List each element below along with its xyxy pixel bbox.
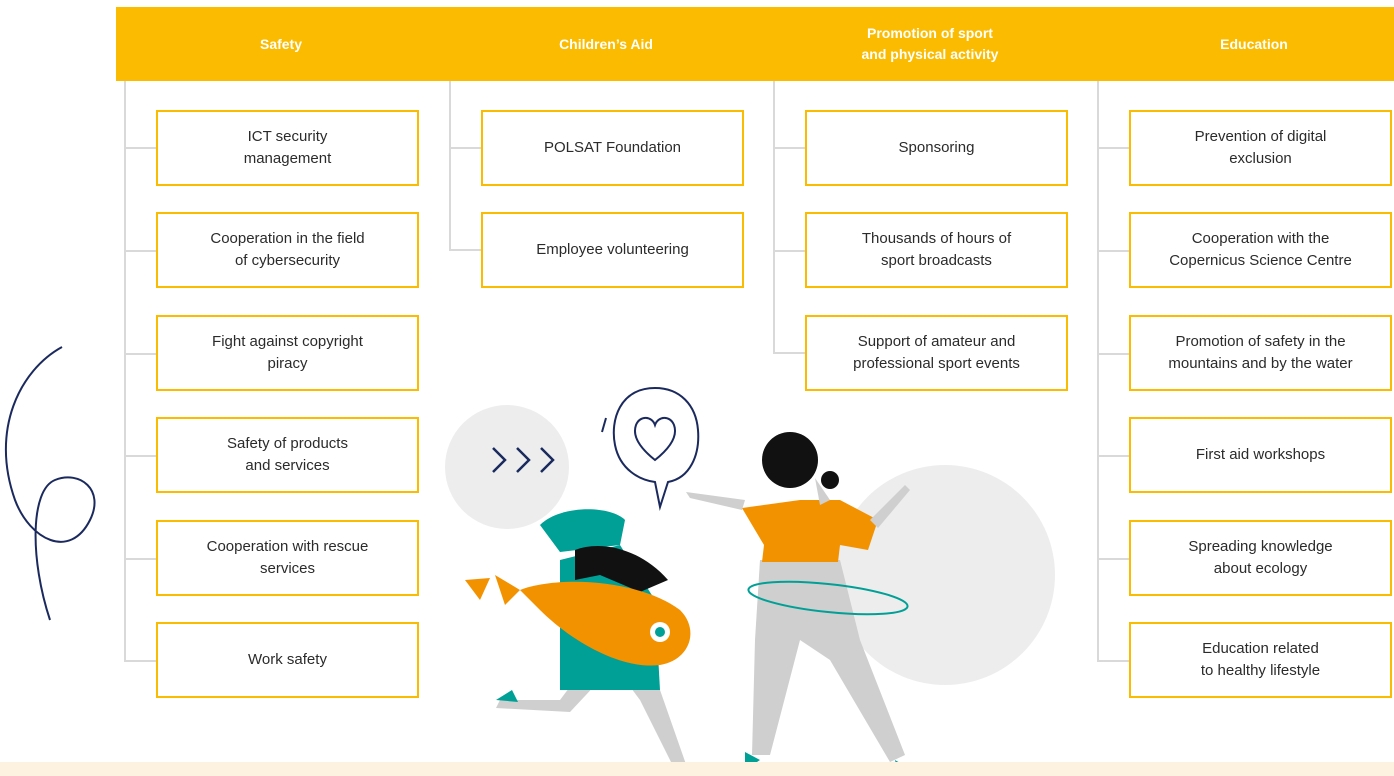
list-item: Sponsoring bbox=[805, 110, 1068, 186]
connector-branch bbox=[124, 455, 156, 457]
connector-branch bbox=[773, 352, 805, 354]
connector-branch bbox=[124, 660, 156, 662]
connector-branch bbox=[124, 353, 156, 355]
connector-branch bbox=[773, 147, 805, 149]
connector-branch bbox=[1097, 660, 1129, 662]
column-header-childrens-aid: Children’s Aid bbox=[441, 7, 771, 81]
list-item: Thousands of hours of sport broadcasts bbox=[805, 212, 1068, 288]
connector-branch bbox=[1097, 250, 1129, 252]
list-item: Cooperation in the field of cybersecurit… bbox=[156, 212, 419, 288]
connector-branch bbox=[124, 147, 156, 149]
swirl-line-icon bbox=[5, 346, 96, 621]
footer-band bbox=[0, 762, 1394, 776]
connector-branch bbox=[1097, 558, 1129, 560]
column-header-education: Education bbox=[1089, 7, 1394, 81]
list-item: Cooperation with the Copernicus Science … bbox=[1129, 212, 1392, 288]
connector-branch bbox=[1097, 455, 1129, 457]
column-header-safety: Safety bbox=[116, 7, 446, 81]
column-sport-promotion: Promotion of sport and physical activity… bbox=[765, 0, 1095, 776]
connector-branch bbox=[773, 250, 805, 252]
column-safety: Safety ICT security management Cooperati… bbox=[116, 0, 446, 776]
column-childrens-aid: Children’s Aid POLSAT Foundation Employe… bbox=[441, 0, 771, 776]
list-item: Spreading knowledge about ecology bbox=[1129, 520, 1392, 596]
connector-trunk bbox=[124, 81, 126, 662]
list-item: Cooperation with rescue services bbox=[156, 520, 419, 596]
connector-trunk bbox=[773, 81, 775, 354]
list-item: Education related to healthy lifestyle bbox=[1129, 622, 1392, 698]
list-item: First aid workshops bbox=[1129, 417, 1392, 493]
list-item: Employee volunteering bbox=[481, 212, 744, 288]
connector-branch bbox=[449, 147, 481, 149]
list-item: Support of amateur and professional spor… bbox=[805, 315, 1068, 391]
list-item: Prevention of digital exclusion bbox=[1129, 110, 1392, 186]
list-item: Promotion of safety in the mountains and… bbox=[1129, 315, 1392, 391]
connector-branch bbox=[124, 558, 156, 560]
list-item: Work safety bbox=[156, 622, 419, 698]
list-item: ICT security management bbox=[156, 110, 419, 186]
connector-branch bbox=[449, 249, 481, 251]
connector-branch bbox=[1097, 353, 1129, 355]
list-item: Safety of products and services bbox=[156, 417, 419, 493]
connector-branch bbox=[1097, 147, 1129, 149]
connector-branch bbox=[124, 250, 156, 252]
column-header-sport-promotion: Promotion of sport and physical activity bbox=[765, 7, 1095, 81]
connector-trunk bbox=[1097, 81, 1099, 662]
column-education: Education Prevention of digital exclusio… bbox=[1089, 0, 1394, 776]
list-item: Fight against copyright piracy bbox=[156, 315, 419, 391]
list-item: POLSAT Foundation bbox=[481, 110, 744, 186]
connector-trunk bbox=[449, 81, 451, 251]
